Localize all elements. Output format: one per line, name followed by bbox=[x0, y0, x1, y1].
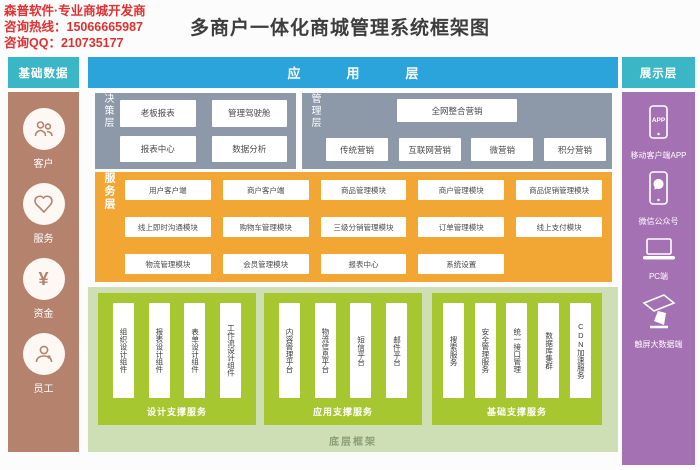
module-box: 购物车管理模块 bbox=[222, 217, 309, 237]
group-boxes: 内容管理平台 物流信息平台 短信平台 邮件平台 bbox=[264, 303, 422, 398]
display-layer-header: 展示层 bbox=[622, 57, 695, 88]
sidebar-item-label: 客户 bbox=[33, 159, 54, 170]
base-data-header: 基础数据 bbox=[8, 57, 79, 88]
group-label: 设计支撑服务 bbox=[146, 407, 207, 417]
display-item-wechat: 微信公众号 bbox=[639, 170, 679, 227]
page-title: 多商户一体化商城管理系统框架图 bbox=[190, 18, 491, 39]
vendor-hotline: 咨询热线：15066665987 bbox=[4, 20, 143, 34]
sidebar-item-staff: 员工 bbox=[22, 333, 65, 395]
component-box: 表单设计组件 bbox=[184, 303, 206, 398]
customers-icon bbox=[22, 108, 65, 150]
decision-layer-label: 决策层 bbox=[102, 93, 113, 129]
module-box: 数据分析 bbox=[211, 135, 287, 162]
component-box: 物流信息平台 bbox=[314, 303, 336, 398]
management-layer: 管理层 全网整合营销 传统营销 互联网营销 微营销 积分营销 bbox=[302, 93, 612, 169]
module-box: 订单管理模块 bbox=[418, 217, 505, 237]
application-layer-label: 应用层 bbox=[287, 66, 465, 81]
staff-icon bbox=[22, 333, 65, 375]
component-box: 搜索服务 bbox=[442, 303, 464, 398]
module-box: 物流管理模块 bbox=[125, 254, 211, 274]
component-box: 工作流设计组件 bbox=[220, 303, 242, 398]
design-support-group: 组织设计组件 报表设计组件 表单设计组件 工作流设计组件 设计支撑服务 bbox=[98, 293, 256, 425]
application-support-group: 内容管理平台 物流信息平台 短信平台 邮件平台 应用支撑服务 bbox=[264, 293, 422, 425]
module-box: 老板报表 bbox=[120, 100, 196, 127]
component-box: 统一接口管理 bbox=[506, 303, 528, 398]
module-box: 互联网营销 bbox=[398, 138, 461, 161]
group-boxes: 组织设计组件 报表设计组件 表单设计组件 工作流设计组件 bbox=[98, 303, 256, 398]
module-box: 商品促销管理模块 bbox=[516, 180, 602, 200]
component-box: 短信平台 bbox=[350, 303, 372, 398]
sidebar-item-label: 服务 bbox=[33, 234, 54, 245]
sidebar-item-service: 服务 bbox=[22, 183, 65, 245]
management-layer-label: 管理层 bbox=[309, 93, 320, 129]
module-box: 用户客户端 bbox=[125, 180, 211, 200]
base-data-sidebar: 客户 服务 ¥ 资金 员工 bbox=[8, 92, 79, 452]
module-box: 商户客户端 bbox=[222, 180, 309, 200]
decision-layer: 决策层 老板报表 管理驾驶舱 报表中心 数据分析 bbox=[95, 93, 296, 169]
display-item-pc: PC端 bbox=[641, 236, 677, 282]
service-layer-label: 服务层 bbox=[103, 172, 115, 211]
component-box: 安全管理服务 bbox=[474, 303, 496, 398]
funds-yen-icon: ¥ bbox=[22, 258, 65, 300]
sidebar-item-label: 员工 bbox=[33, 384, 54, 395]
module-box: 报表中心 bbox=[120, 135, 196, 162]
component-box: 邮件平台 bbox=[386, 303, 408, 398]
group-label: 基础支撑服务 bbox=[486, 407, 547, 417]
module-box: 商品管理模块 bbox=[320, 180, 407, 200]
module-box: 报表中心 bbox=[320, 254, 407, 274]
service-layer: 服务层 用户客户端 商户客户端 商品管理模块 商户管理模块 商品促销管理模块 线… bbox=[95, 172, 612, 282]
wechat-icon bbox=[645, 170, 672, 213]
application-layer-bar: 应用层 bbox=[88, 57, 618, 88]
base-framework-label: 底层框架 bbox=[329, 437, 377, 448]
vendor-name: 森普软件·专业商城开发商 bbox=[4, 4, 146, 18]
support-layer: 组织设计组件 报表设计组件 表单设计组件 工作流设计组件 设计支撑服务 内容管理… bbox=[88, 287, 618, 452]
group-boxes: 搜索服务 安全管理服务 统一接口管理 数据库集群 CDN加速服务 bbox=[432, 303, 602, 398]
display-layer-panel: APP 移动客户端APP 微信公众号 bbox=[622, 92, 695, 465]
module-box: 线上即时沟通模块 bbox=[125, 217, 211, 237]
service-layer-grid: 用户客户端 商户客户端 商品管理模块 商户管理模块 商品促销管理模块 线上即时沟… bbox=[125, 180, 602, 274]
sidebar-item-customers: 客户 bbox=[22, 108, 65, 170]
component-box: CDN加速服务 bbox=[570, 303, 592, 398]
service-heart-icon bbox=[22, 183, 65, 225]
management-layer-row: 传统营销 互联网营销 微营销 积分营销 bbox=[326, 138, 606, 161]
component-box: 组织设计组件 bbox=[112, 303, 134, 398]
display-item-mobile-app: APP 移动客户端APP bbox=[630, 104, 687, 161]
module-box: 系统设置 bbox=[418, 254, 505, 274]
module-box: 商户管理模块 bbox=[418, 180, 505, 200]
display-item-label: 触屏大数据端 bbox=[634, 340, 683, 349]
group-label: 应用支撑服务 bbox=[312, 407, 373, 417]
decision-layer-grid: 老板报表 管理驾驶舱 报表中心 数据分析 bbox=[120, 100, 287, 162]
vendor-watermark: 森普软件·专业商城开发商 咨询热线：15066665987 咨询QQ：21073… bbox=[4, 3, 146, 51]
display-item-label: 微信公众号 bbox=[638, 217, 679, 226]
display-item-kiosk: 触屏大数据端 bbox=[635, 291, 683, 350]
module-box: 全网整合营销 bbox=[397, 99, 517, 122]
basic-support-group: 搜索服务 安全管理服务 统一接口管理 数据库集群 CDN加速服务 基础支撑服务 bbox=[432, 293, 602, 425]
display-item-label: PC端 bbox=[648, 272, 669, 281]
vendor-qq: 咨询QQ：210735177 bbox=[4, 36, 124, 50]
module-box: 微营销 bbox=[471, 138, 534, 161]
module-box: 传统营销 bbox=[326, 138, 388, 161]
module-box: 三级分销管理模块 bbox=[320, 217, 407, 237]
pc-icon bbox=[641, 236, 677, 268]
component-box: 数据库集群 bbox=[538, 303, 560, 398]
svg-text:APP: APP bbox=[652, 117, 666, 124]
sidebar-item-label: 资金 bbox=[33, 309, 54, 320]
display-item-label: 移动客户端APP bbox=[630, 151, 687, 160]
module-box: 会员管理模块 bbox=[222, 254, 309, 274]
module-box: 管理驾驶舱 bbox=[211, 100, 287, 127]
component-box: 内容管理平台 bbox=[278, 303, 300, 398]
sidebar-item-funds: ¥ 资金 bbox=[22, 258, 65, 320]
touchscreen-kiosk-icon bbox=[640, 291, 678, 336]
module-box: 积分营销 bbox=[543, 138, 606, 161]
mobile-app-icon: APP bbox=[645, 104, 672, 147]
module-box: 线上支付模块 bbox=[516, 217, 602, 237]
component-box: 报表设计组件 bbox=[148, 303, 170, 398]
